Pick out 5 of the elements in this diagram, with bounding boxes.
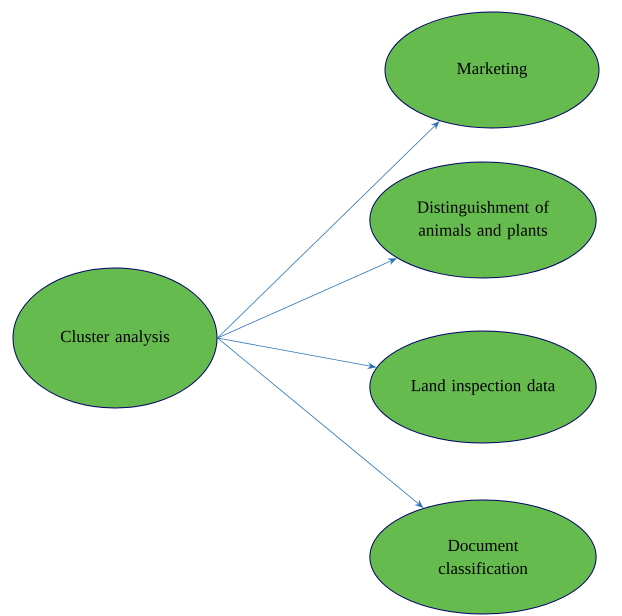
ellipse-node: Land inspection data [369, 330, 597, 444]
ellipse-node: Distinguishment of animals and plants [369, 162, 597, 278]
ellipse-node: Cluster analysis [12, 268, 218, 408]
ellipse-node: Marketing [384, 12, 600, 128]
ellipse-node: Document classification [369, 499, 597, 614]
